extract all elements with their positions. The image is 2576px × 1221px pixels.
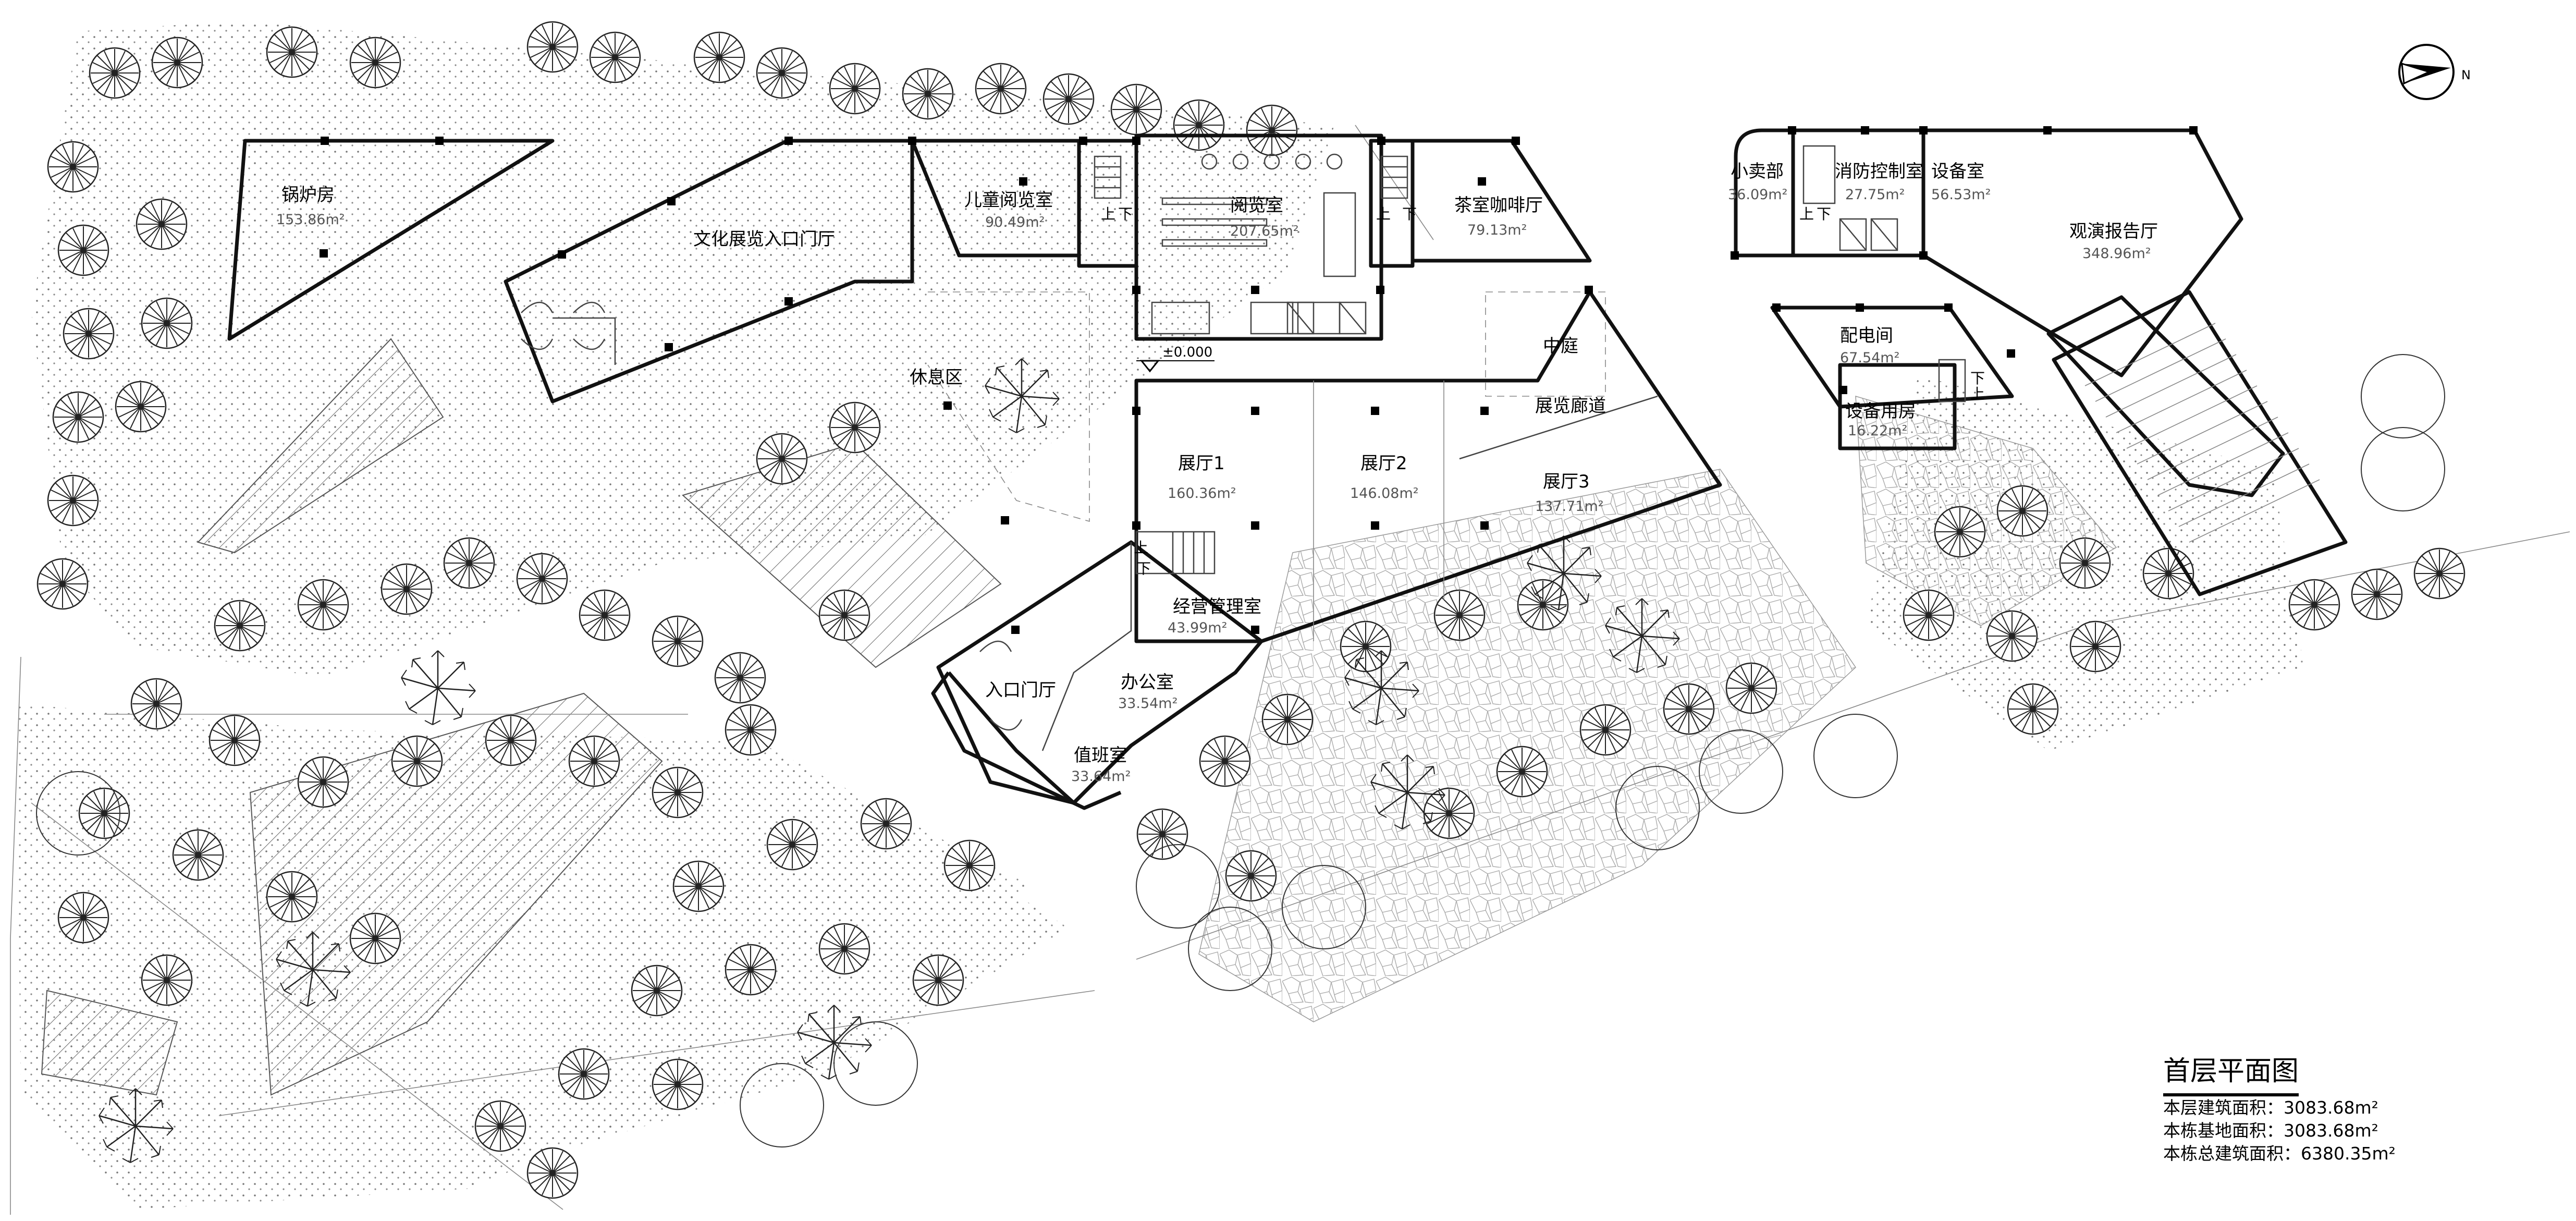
room-boiler-name: 锅炉房 bbox=[281, 185, 335, 205]
level-marker: ±0.000 bbox=[1136, 345, 1215, 373]
room-corridor-name: 展览廊道 bbox=[1535, 396, 1606, 417]
level-mark-text: ±0.000 bbox=[1162, 345, 1212, 360]
room-children-reading-name: 儿童阅览室 bbox=[964, 190, 1053, 211]
room-office-name: 办公室 bbox=[1121, 672, 1174, 693]
room-hall3-area: 137.71m² bbox=[1535, 498, 1604, 515]
room-power-area: 67.54m² bbox=[1840, 350, 1899, 366]
room-labels: 锅炉房 153.86m² 文化展览入口门厅 儿童阅览室 90.49m² 阅览室 … bbox=[276, 161, 2158, 785]
room-office-area: 33.54m² bbox=[1118, 695, 1177, 712]
room-hall2-area: 146.08m² bbox=[1350, 485, 1419, 502]
stair-up-label: 上 bbox=[1970, 385, 1985, 402]
room-reading-name: 阅览室 bbox=[1230, 195, 1283, 216]
stair-up-label: 上 bbox=[1134, 539, 1148, 556]
room-mgmt-area: 43.99m² bbox=[1168, 620, 1227, 636]
stair-labels: 上 下 上 下 上 下 上 下 下 上 bbox=[1101, 205, 1985, 577]
room-hall1-area: 160.36m² bbox=[1168, 485, 1236, 502]
room-boiler-area: 153.86m² bbox=[276, 212, 345, 228]
room-mgmt-name: 经营管理室 bbox=[1173, 596, 1261, 617]
stair-up-label: 上 bbox=[1376, 205, 1391, 223]
room-equipment-name: 设备室 bbox=[1931, 161, 1984, 182]
room-equip-storage-name: 设备用房 bbox=[1845, 401, 1916, 422]
room-reading-area: 207.65m² bbox=[1230, 223, 1299, 239]
room-children-reading-area: 90.49m² bbox=[985, 214, 1045, 230]
room-duty-area: 33.64m² bbox=[1071, 768, 1131, 785]
room-tea-cafe-name: 茶室咖啡厅 bbox=[1454, 195, 1543, 216]
room-kiosk-name: 小卖部 bbox=[1731, 161, 1784, 182]
room-hall1-name: 展厅1 bbox=[1178, 453, 1225, 474]
main-building-walls bbox=[227, 133, 1722, 810]
site-landscape bbox=[10, 21, 2570, 1215]
stat-floor-area: 本层建筑面积：3083.68m² bbox=[2163, 1097, 2378, 1118]
structural-columns bbox=[320, 126, 2198, 634]
room-rest-name: 休息区 bbox=[910, 367, 963, 388]
room-courtyard-name: 中庭 bbox=[1543, 336, 1578, 357]
stair-down-label: 下 bbox=[1118, 205, 1133, 223]
north-label: N bbox=[2461, 68, 2471, 82]
room-entrance-name: 入口门厅 bbox=[985, 680, 1056, 701]
stair-down-label: 下 bbox=[1136, 560, 1151, 577]
room-hall2-name: 展厅2 bbox=[1360, 453, 1407, 474]
room-equipment-area: 56.53m² bbox=[1931, 187, 1991, 203]
room-auditorium-area: 348.96m² bbox=[2082, 246, 2151, 262]
room-power-name: 配电间 bbox=[1840, 325, 1893, 346]
room-equip-storage-area: 16.22m² bbox=[1848, 423, 1907, 439]
stat-site-area: 本栋基地面积：3083.68m² bbox=[2163, 1120, 2378, 1141]
room-culture-hall-name: 文化展览入口门厅 bbox=[693, 229, 835, 250]
east-building-walls bbox=[1734, 128, 2348, 596]
room-auditorium-name: 观演报告厅 bbox=[2069, 221, 2158, 242]
room-tea-cafe-area: 79.13m² bbox=[1467, 222, 1527, 238]
room-kiosk-area: 36.09m² bbox=[1728, 187, 1787, 203]
title-block: 首层平面图 本层建筑面积：3083.68m² 本栋基地面积：3083.68m² … bbox=[2163, 1049, 2528, 1165]
stair-down-label: 下 bbox=[1817, 205, 1831, 223]
stair-down-label: 下 bbox=[1970, 370, 1985, 387]
room-fire-control-area: 27.75m² bbox=[1845, 187, 1905, 203]
room-hall3-name: 展厅3 bbox=[1543, 471, 1590, 492]
stair-up-label: 上 bbox=[1101, 205, 1115, 223]
drawing-title: 首层平面图 bbox=[2163, 1049, 2299, 1096]
room-fire-control-name: 消防控制室 bbox=[1835, 161, 1923, 182]
room-duty-name: 值班室 bbox=[1074, 745, 1127, 766]
stair-down-label: 下 bbox=[1402, 205, 1417, 223]
stat-total-area: 本栋总建筑面积：6380.35m² bbox=[2163, 1143, 2396, 1164]
north-arrow: N bbox=[2398, 44, 2471, 100]
stair-up-label: 上 bbox=[1799, 205, 1814, 223]
